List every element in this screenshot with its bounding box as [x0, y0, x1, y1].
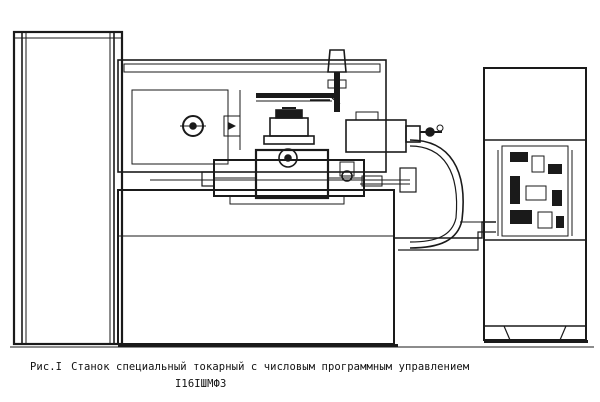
right-control-cabinet	[483, 67, 588, 343]
tailstock	[345, 111, 444, 153]
carriage-apron	[201, 148, 365, 205]
rear-guard-frame	[117, 59, 387, 173]
lathe-technical-drawing	[10, 30, 594, 348]
coolant-hoses	[394, 139, 496, 251]
left-electrical-cabinet	[12, 30, 124, 346]
upper-rail	[256, 93, 341, 105]
caption-text: Станок специальный токарный с числовым п…	[71, 361, 470, 373]
machine-bed	[117, 189, 398, 347]
lead-screw	[150, 167, 417, 193]
caption-label: Рис.I	[30, 361, 63, 373]
turret	[263, 107, 315, 145]
model-code: I16IШМФ3	[175, 378, 227, 390]
headstock-controls	[180, 115, 241, 137]
figure-caption: Рис.I Станок специальный токарный с число…	[30, 361, 469, 373]
tool-column	[310, 49, 347, 112]
